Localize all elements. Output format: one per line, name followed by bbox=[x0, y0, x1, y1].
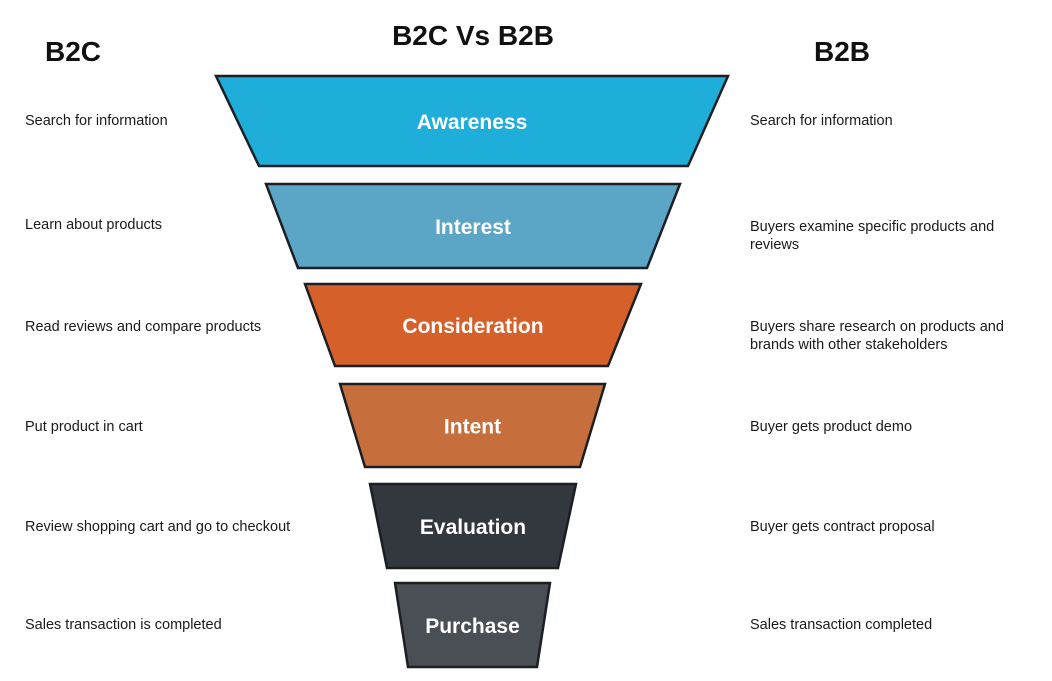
stage-label-consideration: Consideration bbox=[402, 315, 543, 338]
b2c-desc-purchase: Sales transaction is completed bbox=[25, 617, 222, 633]
stage-label-purchase: Purchase bbox=[425, 615, 520, 638]
b2c-desc-interest: Learn about products bbox=[25, 217, 163, 233]
funnel-stage-consideration bbox=[303, 282, 643, 368]
funnel-stage-evaluation bbox=[368, 482, 578, 570]
b2c-desc-intent: Put product in cart bbox=[25, 419, 143, 435]
b2b-desc-purchase: Sales transaction completed bbox=[750, 617, 933, 633]
funnel-stage-awareness bbox=[214, 74, 730, 168]
stage-label-interest: Interest bbox=[435, 216, 511, 239]
stage-label-awareness: Awareness bbox=[417, 111, 528, 134]
b2c-heading: B2C bbox=[45, 36, 102, 67]
b2c-desc-consideration: Read reviews and compare products bbox=[25, 319, 262, 335]
funnel-stage-intent bbox=[338, 382, 607, 469]
b2b-desc-interest: Buyers examine specific products and rev… bbox=[750, 219, 995, 253]
stage-label-intent: Intent bbox=[444, 416, 501, 439]
b2c-desc-evaluation: Review shopping cart and go to checkout bbox=[25, 519, 291, 535]
funnel-stage-interest bbox=[264, 182, 682, 270]
diagram-title: B2C Vs B2B bbox=[392, 20, 554, 51]
funnel-stage-purchase bbox=[393, 581, 552, 669]
b2c-desc-awareness: Search for information bbox=[25, 113, 168, 129]
b2b-heading: B2B bbox=[814, 36, 871, 67]
b2b-desc-consideration: Buyers share research on products and br… bbox=[750, 319, 1004, 353]
stage-label-evaluation: Evaluation bbox=[420, 516, 526, 539]
b2b-desc-evaluation: Buyer gets contract proposal bbox=[750, 519, 935, 535]
b2b-desc-awareness: Search for information bbox=[750, 113, 893, 129]
b2b-desc-intent: Buyer gets product demo bbox=[750, 419, 913, 435]
